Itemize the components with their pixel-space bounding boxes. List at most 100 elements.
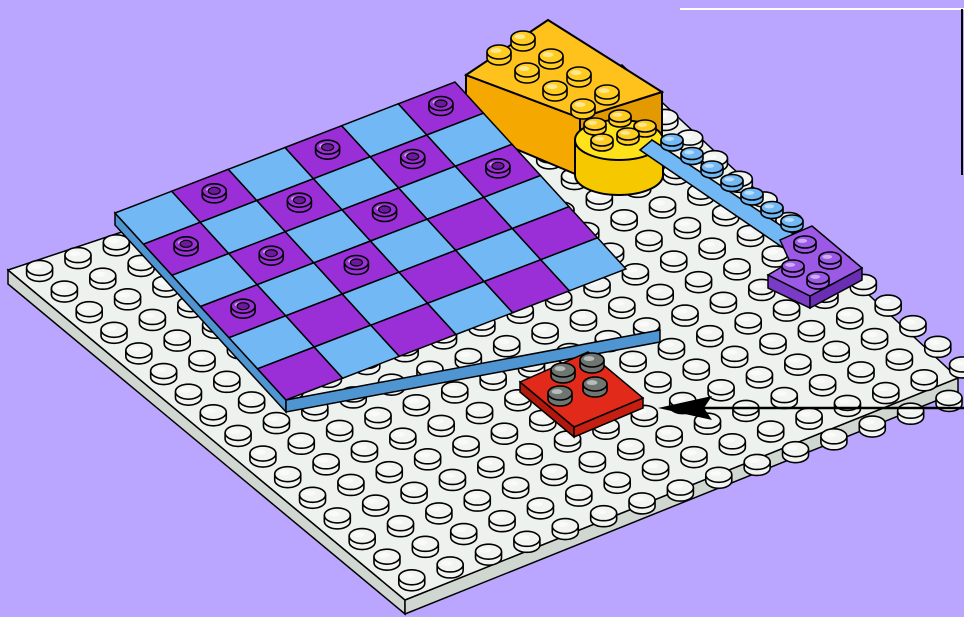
stud-shine: [556, 522, 568, 527]
stud-shine: [583, 455, 595, 460]
stud-shine: [660, 429, 672, 434]
round-brick-stud: [609, 110, 631, 127]
stud-shine: [633, 496, 645, 501]
purple-plate-stud: [782, 260, 804, 277]
baseplate-stud: [672, 305, 698, 326]
stud-shine: [105, 326, 117, 331]
stud-shine: [852, 365, 864, 370]
baseplate-stud: [401, 482, 427, 503]
baseplate-stud: [225, 425, 251, 446]
stud-shine: [94, 272, 106, 277]
blue-plate-stud: [781, 215, 803, 232]
yellow-brick-stud: [595, 85, 619, 105]
baseplate-stud: [363, 495, 389, 516]
stud-shine: [687, 363, 699, 368]
baseplate-stud: [570, 310, 596, 331]
yellow-brick-stud: [487, 45, 511, 65]
yellow-brick-stud: [567, 67, 591, 87]
baseplate-stud: [263, 413, 289, 434]
stud-shine: [608, 476, 620, 481]
stud-shine: [493, 514, 505, 519]
stud-shine: [825, 432, 837, 437]
stud-shine: [764, 204, 774, 208]
baseplate-stud: [629, 493, 655, 514]
baseplate-stud: [746, 367, 772, 388]
baseplate-stud: [609, 297, 635, 318]
stud-shine: [827, 345, 839, 350]
stud-shine: [678, 221, 690, 226]
baseplate-stud: [591, 506, 617, 527]
stud-shine: [479, 548, 491, 553]
purple-plate-stud: [794, 236, 816, 253]
stud-shine: [407, 398, 419, 403]
purple-tile-stud-hole: [180, 240, 192, 247]
baseplate-stud: [442, 382, 468, 403]
yellow-brick-stud: [515, 63, 539, 83]
yellow-brick-stud: [543, 81, 567, 101]
stud-shine: [689, 275, 701, 280]
stud-shine: [646, 463, 658, 468]
stud-shine: [328, 511, 340, 516]
purple-plate-stud: [807, 272, 829, 289]
stud-shine: [649, 375, 661, 380]
stud-shine: [622, 442, 634, 447]
baseplate-stud: [527, 498, 553, 519]
baseplate-stud: [491, 423, 517, 444]
stud-shine: [704, 164, 714, 168]
stud-shine: [785, 263, 795, 267]
baseplate-stud: [288, 433, 314, 454]
stud-shine: [558, 434, 570, 439]
stud-shine: [802, 324, 814, 329]
stud-shine: [714, 296, 726, 301]
baseplate-stud: [661, 251, 687, 272]
blue-plate-stud: [741, 188, 763, 205]
stud-shine: [470, 406, 482, 411]
baseplate-stud: [403, 395, 429, 416]
baseplate-stud: [478, 457, 504, 478]
stud-shine: [800, 412, 812, 417]
stud-shine: [741, 229, 753, 234]
stud-shine: [520, 447, 532, 452]
baseplate-stud: [708, 380, 734, 401]
stud-shine: [775, 391, 787, 396]
stud-shine: [457, 439, 469, 444]
baseplate-stud: [771, 388, 797, 409]
baseplate-stud: [51, 281, 77, 302]
baseplate-stud: [516, 444, 542, 465]
stud-shine: [179, 388, 191, 393]
stud-shine: [705, 154, 717, 159]
stud-shine: [594, 137, 604, 141]
stud-shine: [405, 486, 417, 491]
stud-shine: [130, 346, 142, 351]
round-brick-stud: [617, 128, 639, 145]
baseplate-stud: [349, 529, 375, 550]
stud-shine: [638, 321, 650, 326]
stud-shine: [662, 342, 674, 347]
stud-shine: [810, 275, 820, 279]
stud-shine: [766, 249, 778, 254]
baseplate-stud: [467, 403, 493, 424]
baseplate-stud: [604, 472, 630, 493]
stud-shine: [890, 353, 902, 358]
stud-shine: [303, 491, 315, 496]
stud-shine: [421, 365, 433, 370]
baseplate-stud: [859, 416, 885, 437]
stud-shine: [534, 414, 546, 419]
stud-shine: [317, 457, 329, 462]
stud-shine: [789, 358, 801, 363]
baseplate-stud: [365, 408, 391, 429]
baseplate-stud: [494, 336, 520, 357]
baseplate-stud: [27, 260, 53, 281]
stud-shine: [665, 254, 677, 259]
baseplate-stud: [374, 549, 400, 570]
baseplate-stud: [898, 403, 924, 424]
stud-shine: [552, 389, 563, 394]
stud-shine: [712, 383, 724, 388]
stud-shine: [784, 218, 794, 222]
baseplate-stud: [552, 519, 578, 540]
baseplate-stud: [489, 511, 515, 532]
stud-shine: [703, 242, 715, 247]
stud-shine: [543, 52, 554, 57]
stud-shine: [204, 408, 216, 413]
